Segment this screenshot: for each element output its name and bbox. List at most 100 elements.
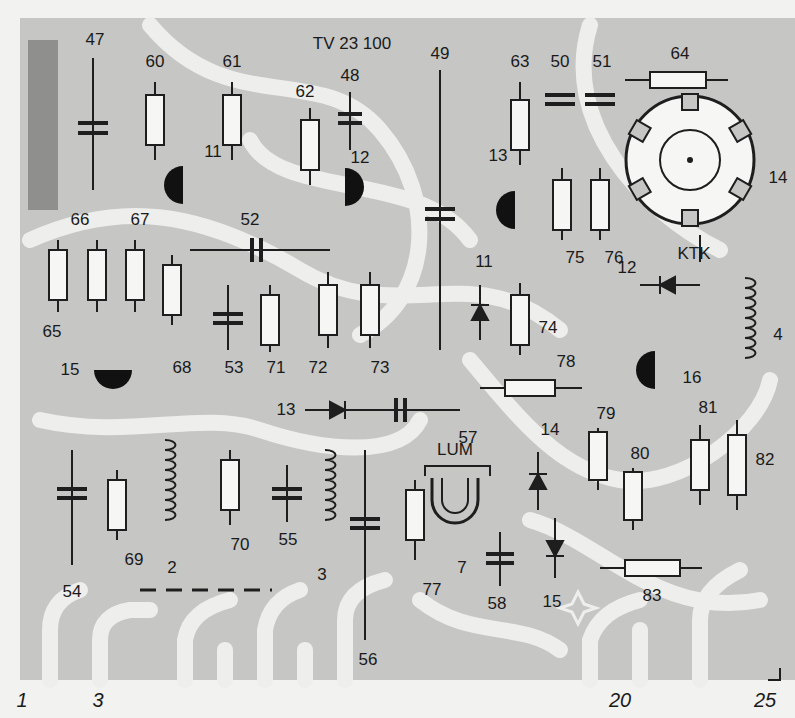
- resistor-symbol: [108, 480, 126, 530]
- transistor-symbol: [94, 370, 132, 389]
- callout-number: 12: [618, 259, 637, 278]
- notch: [682, 210, 698, 226]
- callout-number: 78: [557, 353, 576, 372]
- callout-number: 70: [231, 536, 250, 555]
- callout-number: 3: [317, 566, 326, 585]
- coil-symbol: [325, 450, 336, 520]
- callout-number: 58: [488, 595, 507, 614]
- diode-symbol: [660, 277, 675, 293]
- resistor-symbol: [301, 120, 319, 170]
- callout-number: 15: [61, 361, 80, 380]
- capacitor-symbol: [425, 217, 455, 221]
- notch: [629, 178, 651, 200]
- trace: [265, 590, 300, 680]
- resistor-symbol: [319, 285, 337, 335]
- capacitor-symbol: [57, 487, 87, 491]
- lead: [364, 450, 366, 640]
- trimmer-track: [442, 478, 468, 513]
- callout-number: 54: [63, 583, 82, 602]
- diode-symbol: [472, 305, 488, 320]
- callout-number: 11: [204, 143, 222, 162]
- capacitor-symbol: [394, 398, 398, 422]
- resistor-symbol: [146, 95, 164, 145]
- diode-symbol: [530, 474, 546, 489]
- callout-number: 68: [173, 359, 192, 378]
- capacitor-symbol: [57, 496, 87, 500]
- notch: [729, 178, 751, 200]
- trace: [632, 630, 648, 680]
- capacitor-symbol: [585, 102, 615, 106]
- coil-symbol: [745, 278, 756, 358]
- callout-number: 14: [769, 169, 788, 188]
- trace: [185, 600, 230, 680]
- trace: [40, 420, 420, 448]
- capacitor-symbol: [250, 238, 254, 262]
- capacitor-symbol: [403, 398, 407, 422]
- callout-number: 77: [423, 581, 442, 600]
- resistor-symbol: [163, 265, 181, 315]
- pin-number: 1: [16, 689, 27, 711]
- trimmer-track: [432, 478, 478, 523]
- notch: [629, 120, 651, 142]
- pot-wheel: [626, 96, 754, 224]
- resistor-symbol: [589, 432, 607, 480]
- resistor-symbol: [406, 490, 424, 540]
- resistor-symbol: [691, 440, 709, 490]
- trace: [30, 216, 560, 330]
- transistor-symbol: [496, 191, 515, 229]
- diode-bar: [344, 401, 346, 419]
- callout-number: 15: [543, 593, 562, 612]
- callout-number: 69: [125, 551, 144, 570]
- potentiometer: [626, 94, 754, 262]
- diode-symbol: [330, 402, 345, 418]
- capacitor-symbol: [486, 552, 514, 556]
- coils: [165, 278, 756, 520]
- capacitor-symbol: [338, 112, 362, 116]
- resistor-symbol: [625, 560, 680, 576]
- callout-number: 12: [351, 149, 370, 168]
- resistor-symbol: [88, 250, 106, 300]
- board-title: TV 23 100: [313, 35, 391, 54]
- callout-number: 79: [597, 405, 616, 424]
- resistor-symbol: [511, 100, 529, 150]
- capacitor-symbol: [272, 487, 302, 491]
- callout-number: LUM: [437, 441, 473, 460]
- capacitor-symbol: [545, 102, 575, 106]
- corner-mark: [768, 668, 780, 680]
- callout-number: 82: [756, 451, 775, 470]
- callout-number: 65: [43, 323, 62, 342]
- callout-number: 71: [267, 359, 286, 378]
- callout-number: 52: [241, 211, 260, 230]
- lead: [499, 532, 501, 586]
- resistor-symbol: [511, 295, 529, 345]
- diodes: [305, 276, 700, 578]
- pot-notches: [629, 94, 751, 226]
- callout-number: 2: [167, 559, 176, 578]
- transistors: [94, 166, 655, 389]
- resistor-symbol: [505, 380, 555, 396]
- capacitor-symbol: [350, 517, 380, 521]
- capacitor-symbol: [78, 121, 108, 125]
- trace: [150, 25, 419, 335]
- callout-number: 61: [223, 53, 242, 72]
- diode-bar: [659, 276, 661, 294]
- capacitors: [57, 58, 615, 640]
- board-strip: [28, 40, 58, 210]
- pin-number: 25: [754, 689, 776, 711]
- trace: [297, 650, 313, 680]
- resistor-symbol: [126, 250, 144, 300]
- lead: [345, 409, 460, 411]
- pot-center: [687, 157, 693, 163]
- notch: [682, 94, 698, 110]
- capacitor-symbol: [272, 496, 302, 500]
- callout-number: 81: [699, 399, 718, 418]
- lead: [71, 450, 73, 565]
- callout-number: 67: [131, 211, 150, 230]
- callout-number: 66: [71, 211, 90, 230]
- resistor-symbol: [261, 295, 279, 345]
- trace: [700, 570, 740, 680]
- capacitor-symbol: [338, 121, 362, 125]
- callout-number: 63: [511, 53, 530, 72]
